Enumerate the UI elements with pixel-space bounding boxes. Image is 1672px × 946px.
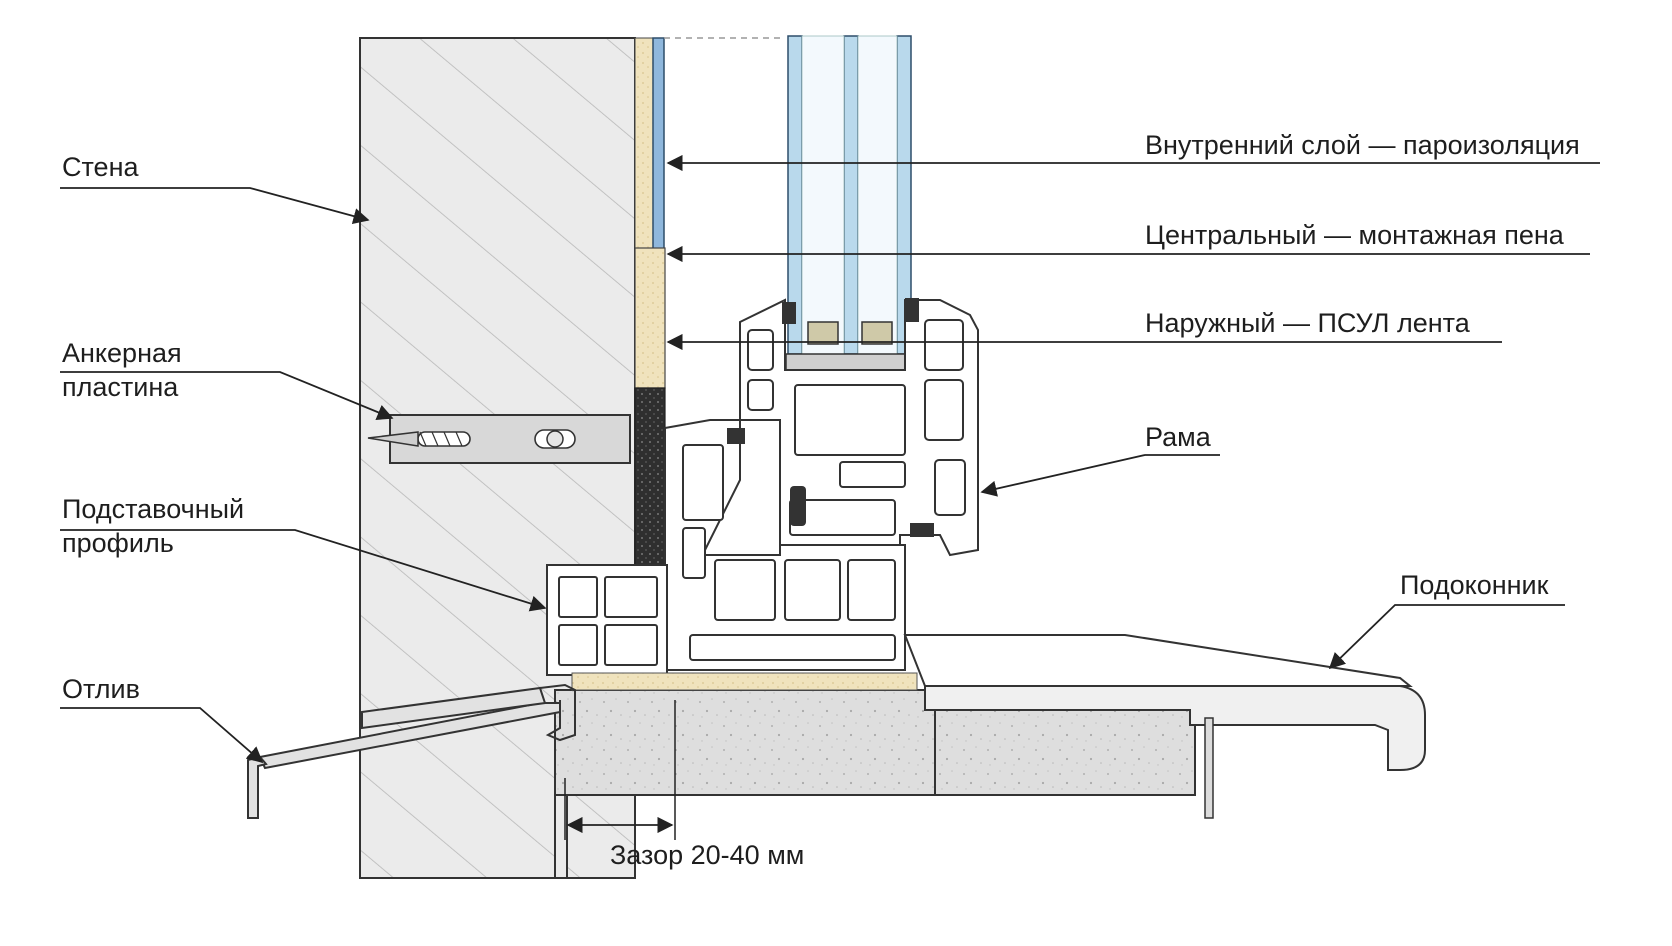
wall-bottom-step [554, 794, 568, 879]
label-gap: Зазор 20-40 мм [610, 840, 805, 870]
label-support-profile: Подставочный профиль [62, 492, 244, 560]
sash-profile [664, 419, 906, 671]
spacer-2 [861, 321, 893, 345]
label-support-profile-line1: Подставочный [62, 494, 245, 524]
label-frame: Рама [1145, 422, 1211, 452]
leader-wall [60, 187, 370, 225]
window-sill [903, 634, 1426, 819]
glass-pane-2 [843, 35, 859, 355]
label-ebb: Отлив [62, 674, 140, 704]
anchor-plate [367, 414, 631, 464]
label-inner-layer: Внутренний слой — пароизоляция [1145, 130, 1580, 160]
label-wall: Стена [62, 152, 139, 182]
foam-strip-top [634, 37, 654, 249]
label-sill: Подоконник [1400, 570, 1549, 600]
label-outer-layer: Наружный — ПСУЛ лента [1145, 308, 1470, 338]
psul-tape [634, 387, 666, 566]
label-anchor-plate-line2: пластина [62, 372, 179, 402]
spacer-1 [807, 321, 839, 345]
ebb [247, 683, 576, 819]
leader-ebb [60, 707, 264, 764]
label-central-layer: Центральный — монтажная пена [1145, 220, 1564, 250]
mounting-foam [634, 247, 666, 389]
leader-anchor [60, 371, 394, 420]
label-support-profile-line2: профиль [62, 528, 174, 558]
label-anchor-plate: Анкерная пластина [62, 336, 182, 404]
leader-support-profile [60, 529, 547, 612]
glass-base [785, 353, 915, 371]
wall-lower-block [554, 689, 936, 796]
label-anchor-plate-line1: Анкерная [62, 338, 182, 368]
foam-under-frame [571, 672, 918, 691]
leader-sill [1328, 604, 1565, 670]
vapor-barrier [652, 37, 665, 255]
leader-frame [980, 454, 1220, 497]
support-profile [546, 564, 668, 676]
